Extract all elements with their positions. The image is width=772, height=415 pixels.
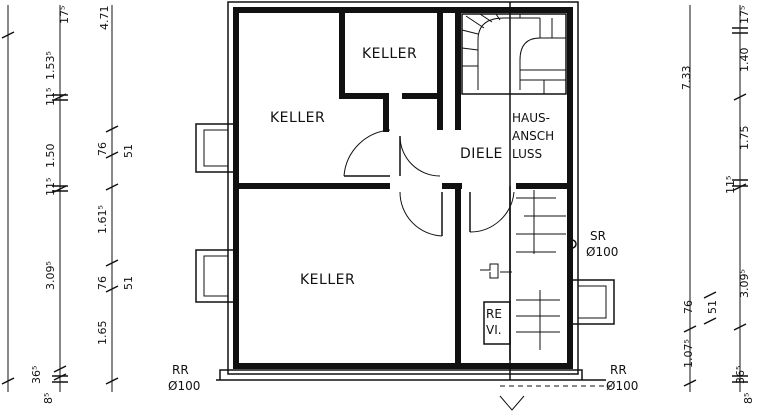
dim-8-5-right: 8⁵ xyxy=(742,393,755,404)
label-revi-2: VI. xyxy=(486,323,502,337)
dim-17-5-left: 17⁵ xyxy=(58,6,71,24)
dim-11-5-b: 11⁵ xyxy=(44,178,57,196)
label-revi-1: RE xyxy=(486,307,502,321)
dim-17-5-right: 17⁵ xyxy=(738,6,751,24)
label-sr-diameter: Ø100 xyxy=(586,245,618,259)
label-sr: SR xyxy=(590,229,606,243)
right-dimension-lines xyxy=(683,5,748,392)
dim-1-07-5: 1.07⁵ xyxy=(682,339,695,368)
dim-1-61-5: 1.61⁵ xyxy=(96,205,109,234)
label-rr-left-diameter: Ø100 xyxy=(168,379,200,393)
dim-11-5-right: 11⁵ xyxy=(724,176,737,194)
dim-11-5-a: 11⁵ xyxy=(44,88,57,106)
dim-76-right: 76 xyxy=(682,300,695,314)
right-dimension-labels: 7.33 17⁵ 1.40 1.75 11⁵ 3.09⁵ 1.07⁵ 76 51… xyxy=(680,6,755,404)
installations xyxy=(480,190,577,350)
windows xyxy=(195,123,615,325)
dim-36-5-right: 36⁵ xyxy=(734,366,747,384)
dim-1-53-5: 1.53⁵ xyxy=(44,51,57,80)
dim-1-50: 1.50 xyxy=(44,144,57,169)
room-label-keller-left: KELLER xyxy=(270,110,325,126)
dim-51-b: 51 xyxy=(122,276,135,290)
left-dimension-lines xyxy=(1,5,119,392)
room-label-diele: DIELE xyxy=(460,146,503,162)
room-label-hausanschluss-3: LUSS xyxy=(512,147,542,161)
room-label-hausanschluss-2: ANSCH xyxy=(512,129,554,143)
room-label-hausanschluss-1: HAUS- xyxy=(512,111,550,125)
label-rr-right-diameter: Ø100 xyxy=(606,379,638,393)
staircase xyxy=(461,2,567,380)
dim-4-71: 4.71 xyxy=(98,6,111,31)
dim-76-b: 76 xyxy=(96,276,109,290)
dim-3-09-5-right: 3.09⁵ xyxy=(738,269,751,298)
dim-3-09-5-left: 3.09⁵ xyxy=(44,261,57,290)
building-walls xyxy=(216,1,612,411)
dim-1-75: 1.75 xyxy=(738,126,751,151)
dim-1-65: 1.65 xyxy=(96,321,109,346)
doors xyxy=(343,129,515,237)
dim-7-33: 7.33 xyxy=(680,66,693,91)
left-dimension-labels: 17⁵ 1.53⁵ 11⁵ 1.50 11⁵ 3.09⁵ 36⁵ 8⁵ 4.71… xyxy=(30,6,135,405)
room-label-keller-bottom: KELLER xyxy=(300,272,355,288)
dim-36-5-left: 36⁵ xyxy=(30,366,43,384)
dim-51-right: 51 xyxy=(706,300,719,314)
dim-76-a: 76 xyxy=(96,142,109,156)
dim-51-a: 51 xyxy=(122,144,135,158)
label-rr-left: RR xyxy=(172,363,189,377)
dim-8-5-left: 8⁵ xyxy=(42,393,55,404)
dim-1-40: 1.40 xyxy=(738,48,751,73)
room-label-keller-top: KELLER xyxy=(362,46,417,62)
label-rr-right: RR xyxy=(610,363,627,377)
